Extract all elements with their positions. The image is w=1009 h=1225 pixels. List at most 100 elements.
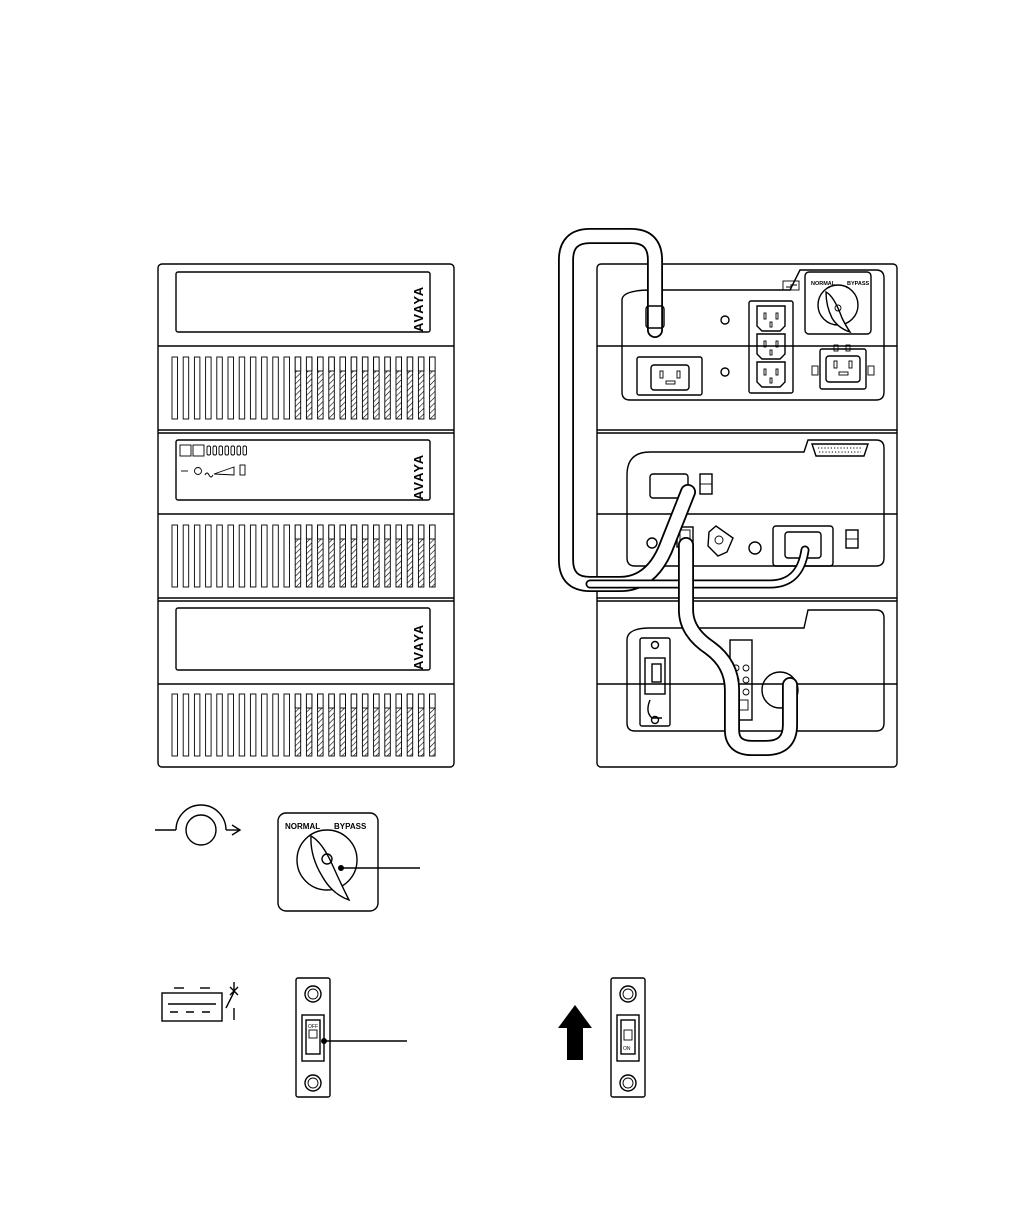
ground-label-icon xyxy=(783,281,799,290)
vent-slot-top xyxy=(385,694,391,708)
vent-slot xyxy=(172,525,178,587)
vent-slot-top xyxy=(318,357,324,371)
vent-slot-top xyxy=(418,525,424,539)
breaker-off-label: OFF xyxy=(308,1024,318,1030)
vent-slot xyxy=(250,525,256,587)
vent-slot-top xyxy=(396,357,402,371)
vent-slot-top xyxy=(340,525,346,539)
vent-slot-top xyxy=(351,525,357,539)
bypass-output-socket xyxy=(812,345,874,389)
input-socket xyxy=(637,357,702,395)
vent-slot-top xyxy=(385,357,391,371)
ups-front-stack: AVAYA AVAYA xyxy=(158,264,454,767)
bypass-loop-cable xyxy=(566,236,805,584)
vent-slot xyxy=(183,694,189,756)
vent-slot-top xyxy=(385,525,391,539)
vent-slot xyxy=(273,525,279,587)
vent-slot xyxy=(262,694,268,756)
vent-slot-top xyxy=(318,525,324,539)
svg-text:BYPASS: BYPASS xyxy=(847,281,870,287)
vent-grille-2 xyxy=(172,525,435,587)
breaker-on-label: ON xyxy=(623,1046,631,1052)
vent-slot-top xyxy=(407,357,413,371)
vent-slot xyxy=(194,357,200,419)
vent-slot-top xyxy=(318,694,324,708)
battery-cable xyxy=(686,545,790,748)
vent-slot xyxy=(262,525,268,587)
vent-grille-1 xyxy=(172,357,435,419)
vent-slot xyxy=(273,357,279,419)
vent-slot xyxy=(217,525,223,587)
vent-slot xyxy=(217,694,223,756)
front-module-top: AVAYA xyxy=(176,272,430,332)
vent-slot xyxy=(206,694,212,756)
vent-slot xyxy=(206,525,212,587)
vent-slot-top xyxy=(396,694,402,708)
vent-slot xyxy=(183,357,189,419)
vent-slot xyxy=(262,357,268,419)
vent-slot-top xyxy=(374,694,380,708)
vent-slot xyxy=(284,525,290,587)
vent-slot xyxy=(239,357,245,419)
vent-slot xyxy=(239,525,245,587)
breaker-off: OFF xyxy=(296,978,407,1097)
vent-slot xyxy=(206,357,212,419)
ups-rear-stack: NORMAL BYPASS xyxy=(566,236,897,767)
vent-slot-top xyxy=(362,357,368,371)
vent-slot-top xyxy=(430,525,436,539)
bypass-rotary-switch: NORMAL BYPASS xyxy=(278,813,420,911)
vent-slot xyxy=(228,357,234,419)
vent-slot-top xyxy=(306,357,312,371)
battery-breaker-rear xyxy=(640,638,670,726)
front-module-bottom: AVAYA xyxy=(176,608,430,670)
rear-bypass-switch: NORMAL BYPASS xyxy=(805,272,871,334)
vent-slot-top xyxy=(418,694,424,708)
vent-slot xyxy=(273,694,279,756)
db-connector xyxy=(812,444,868,456)
vent-slot-top xyxy=(329,694,335,708)
vent-slot xyxy=(194,525,200,587)
vent-slot xyxy=(228,694,234,756)
up-arrow-icon xyxy=(558,1005,592,1060)
vent-slot-top xyxy=(295,525,301,539)
vent-slot-top xyxy=(374,357,380,371)
vent-slot-top xyxy=(374,525,380,539)
breaker-on: ON xyxy=(611,978,645,1097)
vent-slot-top xyxy=(306,525,312,539)
vent-slot-top xyxy=(418,357,424,371)
vent-slot xyxy=(250,357,256,419)
vent-slot-top xyxy=(362,525,368,539)
brand-logo: AVAYA xyxy=(411,454,426,500)
bypass-symbol-icon xyxy=(155,805,240,845)
vent-slot-top xyxy=(329,357,335,371)
vent-slot-top xyxy=(306,694,312,708)
vent-slot-top xyxy=(430,357,436,371)
battery-breaker-symbol-icon xyxy=(162,982,238,1021)
vent-slot-top xyxy=(407,525,413,539)
brand-logo: AVAYA xyxy=(411,286,426,332)
vent-slot xyxy=(239,694,245,756)
vent-slot-top xyxy=(340,694,346,708)
output-sockets xyxy=(749,301,793,393)
vent-slot xyxy=(172,357,178,419)
vent-slot-top xyxy=(351,357,357,371)
vent-slot-top xyxy=(295,357,301,371)
rear-connector-cap xyxy=(708,526,733,556)
vent-slot-top xyxy=(407,694,413,708)
status-led-bar xyxy=(207,446,247,455)
vent-slot-top xyxy=(351,694,357,708)
switch-normal-label: NORMAL xyxy=(285,822,320,831)
vent-grille-3 xyxy=(172,694,435,756)
vent-slot xyxy=(217,357,223,419)
vent-slot-top xyxy=(362,694,368,708)
vent-slot-top xyxy=(329,525,335,539)
vent-slot xyxy=(183,525,189,587)
vent-slot-top xyxy=(430,694,436,708)
vent-slot xyxy=(250,694,256,756)
vent-slot xyxy=(172,694,178,756)
front-module-middle: AVAYA xyxy=(176,440,430,500)
vent-slot xyxy=(284,694,290,756)
vent-slot-top xyxy=(295,694,301,708)
switch-bypass-label: BYPASS xyxy=(334,822,367,831)
